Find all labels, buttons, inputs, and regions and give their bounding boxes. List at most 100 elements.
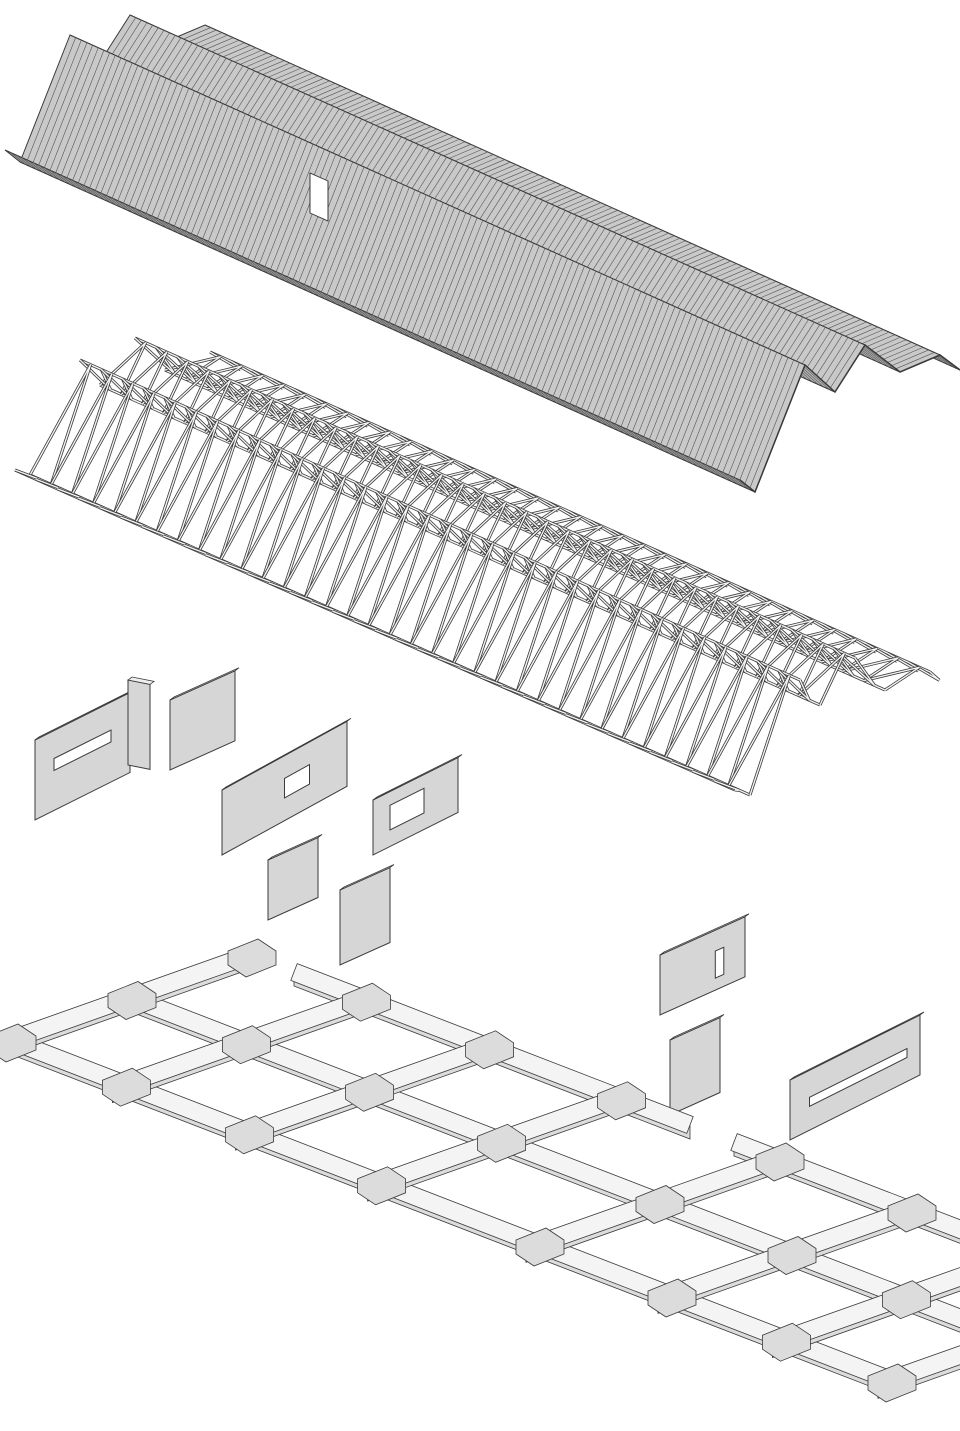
roof-seam — [394, 324, 411, 338]
truss-web — [177, 430, 240, 551]
roof-seam — [341, 179, 393, 307]
truss-web — [290, 426, 337, 480]
truss-layer — [14, 336, 941, 797]
roof-seam — [732, 354, 783, 482]
roof-seam — [615, 423, 631, 437]
roof-seam — [626, 428, 643, 442]
roof-seam — [438, 222, 489, 350]
roof-seam — [428, 340, 445, 353]
roof-seam — [421, 215, 472, 343]
roof-seam — [888, 349, 929, 368]
foundation-footing — [635, 1185, 685, 1224]
roof-seam — [698, 339, 749, 467]
roof-seam — [432, 220, 484, 348]
foundation-footing — [225, 1115, 275, 1155]
truss-web — [728, 674, 791, 796]
truss-web — [601, 618, 664, 739]
truss-web — [141, 360, 189, 414]
roof-seam — [98, 70, 150, 198]
roof-seam — [462, 355, 479, 368]
truss-web — [247, 408, 295, 461]
roof-seam — [166, 100, 218, 229]
roof-seam — [632, 431, 648, 445]
roof-seam — [440, 345, 456, 358]
roof-seam — [276, 271, 292, 285]
roof-seam — [358, 187, 410, 315]
roof-seam — [409, 210, 461, 338]
roof-seam — [404, 207, 455, 335]
roof-seam — [894, 352, 935, 370]
roof-seam — [95, 190, 111, 203]
roof-seam — [694, 459, 710, 472]
roof-seam — [511, 255, 563, 383]
truss-web — [565, 549, 613, 602]
wall-panel — [339, 866, 391, 966]
roof-layer — [4, 14, 960, 494]
roof-seam — [194, 113, 246, 241]
truss-web — [50, 373, 113, 495]
roof-seam — [722, 472, 739, 485]
truss-web — [438, 492, 486, 546]
roof-seam — [253, 261, 269, 274]
roof-seam — [443, 225, 495, 353]
roof-seam — [613, 301, 664, 429]
roof-seam — [375, 194, 427, 323]
roof-seam — [717, 469, 733, 483]
foundation-footing — [882, 1280, 931, 1320]
roof-seam — [513, 378, 530, 391]
roof-seam — [25, 37, 76, 165]
roof-seam — [541, 390, 558, 404]
wall-top-edge — [127, 676, 155, 685]
truss-web — [417, 483, 464, 536]
truss-web — [706, 665, 769, 786]
roof-seam — [455, 230, 506, 358]
roof-seam — [468, 357, 484, 371]
roof-seam — [274, 149, 325, 277]
roof-seam — [61, 175, 77, 188]
roof-seam — [281, 274, 298, 287]
truss-web — [685, 656, 748, 777]
truss-web — [205, 389, 253, 442]
truss-web — [671, 596, 719, 649]
roof-seam — [347, 182, 399, 310]
truss-web — [480, 511, 528, 565]
roof-seam — [609, 421, 626, 434]
roof-seam — [383, 319, 399, 333]
wall-panel — [127, 679, 151, 771]
truss-web — [410, 533, 473, 655]
truss-web — [713, 615, 761, 668]
foundation-footing — [102, 1067, 151, 1107]
foundation-footing — [345, 1072, 395, 1112]
roof-seam — [146, 213, 162, 226]
truss-web — [353, 455, 401, 508]
roof-seam — [70, 57, 122, 185]
roof-seam — [211, 121, 263, 249]
roof-seam — [344, 302, 360, 315]
truss-web — [586, 558, 634, 612]
roof-seam — [240, 133, 291, 262]
roof-seam — [310, 286, 326, 300]
roof-seam — [564, 401, 580, 414]
roof-seam — [245, 136, 297, 264]
roof-seam — [129, 205, 145, 219]
roof-seam — [575, 406, 592, 419]
truss-web — [495, 571, 558, 692]
roof-seam — [530, 385, 546, 399]
truss-web — [622, 627, 685, 749]
truss-web — [241, 458, 304, 579]
roof-seam — [355, 307, 371, 320]
roof-seam — [451, 350, 467, 363]
roof-seam — [643, 436, 660, 450]
roof-seam — [151, 215, 168, 229]
truss-web — [537, 590, 600, 711]
roof-seam — [683, 454, 699, 467]
roof-seam — [556, 276, 608, 404]
wall-top-edge — [169, 667, 240, 701]
roof-seam — [270, 269, 286, 282]
truss-web — [607, 568, 655, 621]
roof-seam — [479, 362, 496, 376]
roof-seam — [121, 80, 173, 208]
roof-seam — [423, 337, 439, 351]
roof-seam — [293, 279, 309, 292]
